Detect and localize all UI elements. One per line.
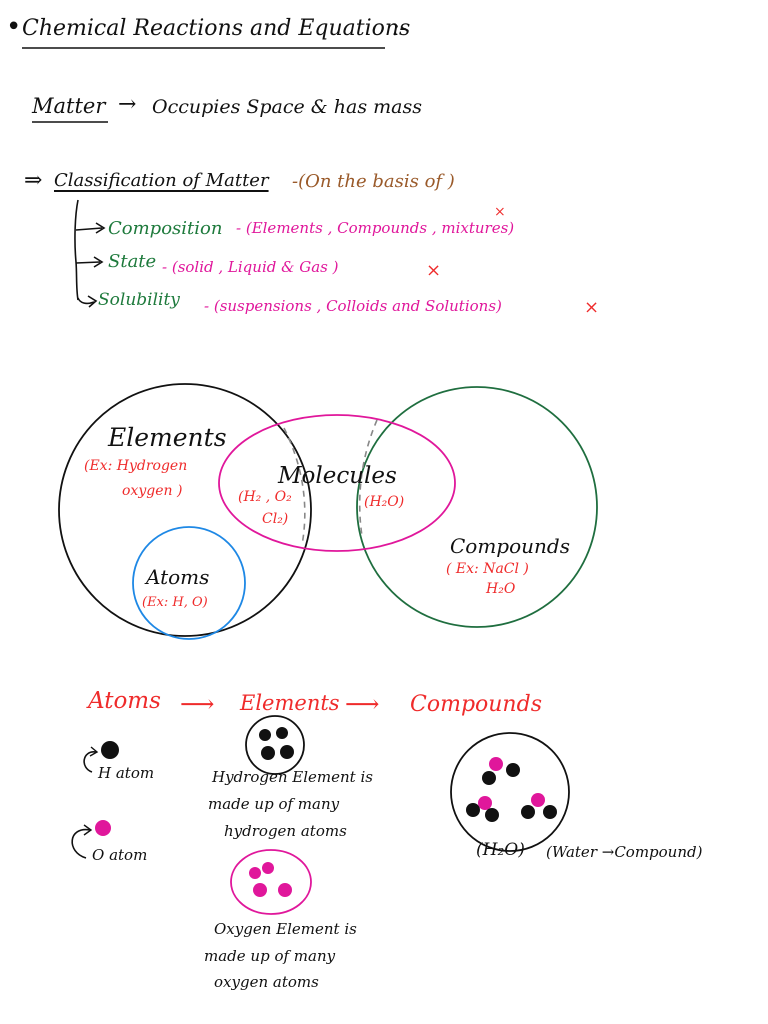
compound-hydrogen-atom bbox=[521, 805, 535, 819]
elements-example-line2: oxygen ) bbox=[122, 483, 183, 499]
hydrogen-caption-line1: Hydrogen Element is bbox=[212, 768, 373, 786]
atoms-circle bbox=[132, 526, 246, 640]
molecules-example-right: (H₂O) bbox=[364, 494, 405, 510]
atoms-title: Atoms bbox=[146, 565, 210, 589]
matter-term: Matter bbox=[32, 94, 106, 118]
molecules-ellipse bbox=[218, 414, 456, 552]
compounds-example-line1: ( Ex: NaCl ) bbox=[446, 561, 529, 577]
h-atom-arrowhead bbox=[89, 746, 99, 757]
title-bullet: • bbox=[6, 12, 22, 42]
flow-arrow-1: ⟶ bbox=[180, 690, 215, 718]
branch-state bbox=[75, 261, 101, 264]
arrow-solubility bbox=[87, 295, 98, 308]
o-atom-pointer bbox=[71, 828, 91, 859]
branch-composition bbox=[75, 227, 103, 231]
molecules-example-left-line1: (H₂ , O₂ bbox=[238, 489, 292, 505]
flow-step-elements: Elements bbox=[240, 691, 340, 715]
oxygen-element-boundary bbox=[230, 849, 312, 915]
oxygen-caption-line3: oxygen atoms bbox=[214, 973, 319, 991]
compound-note: (Water →Compound) bbox=[546, 843, 703, 861]
oxygen-element-cluster bbox=[230, 849, 312, 915]
compound-caption: (H₂O) bbox=[476, 840, 525, 860]
hydrogen-element-cluster bbox=[245, 715, 305, 775]
compound-hydrogen-atom bbox=[543, 805, 557, 819]
state-detail: - (solid , Liquid & Gas ) bbox=[162, 258, 339, 276]
matter-definition: Occupies Space & has mass bbox=[152, 96, 422, 118]
molecules-title: Molecules bbox=[278, 463, 397, 489]
state-label: State bbox=[108, 251, 157, 272]
o-atom-illustration bbox=[71, 820, 111, 859]
branch-solubility bbox=[77, 297, 95, 305]
compounds-title: Compounds bbox=[450, 534, 570, 558]
compound-hydrogen-atom bbox=[506, 763, 520, 777]
oxygen-atom bbox=[253, 883, 267, 897]
hydrogen-caption-line3: hydrogen atoms bbox=[224, 822, 347, 840]
compounds-circle bbox=[356, 386, 598, 628]
o-atom-label: O atom bbox=[92, 846, 148, 864]
h-atom-label: H atom bbox=[98, 764, 155, 782]
flow-arrow-2: ⟶ bbox=[345, 690, 380, 718]
oxygen-atom bbox=[262, 862, 274, 874]
matter-arrow: → bbox=[118, 92, 137, 117]
classification-prefix: ⇒ bbox=[24, 168, 43, 193]
elements-title: Elements bbox=[108, 423, 227, 452]
classification-tree bbox=[74, 199, 106, 308]
classification-qualifier: -(On the basis of ) bbox=[292, 171, 455, 192]
compound-oxygen-atom bbox=[478, 796, 492, 810]
oxygen-atom bbox=[278, 883, 292, 897]
compound-oxygen-atom bbox=[489, 757, 503, 771]
oxygen-caption-line2: made up of many bbox=[204, 947, 336, 965]
compound-oxygen-atom bbox=[531, 793, 545, 807]
flow-step-compounds: Compounds bbox=[410, 692, 542, 717]
composition-detail: - (Elements , Compounds , mixtures) bbox=[236, 219, 515, 237]
elements-overlap-dashed bbox=[283, 427, 306, 546]
arrow-composition bbox=[95, 222, 106, 234]
compound-cluster bbox=[450, 732, 570, 852]
hydrogen-caption-line2: made up of many bbox=[208, 795, 340, 813]
state-mark: × bbox=[426, 260, 442, 281]
page-title: Chemical Reactions and Equations bbox=[22, 16, 411, 41]
title-suffix: :- bbox=[392, 16, 407, 41]
solubility-mark: × bbox=[584, 297, 600, 318]
atoms-example: (Ex: H, O) bbox=[142, 595, 208, 610]
hydrogen-atom bbox=[280, 745, 294, 759]
compounds-example-line2: H₂O bbox=[486, 581, 516, 597]
arrow-state bbox=[93, 256, 104, 268]
venn-diagram bbox=[58, 383, 598, 640]
oxygen-atom bbox=[249, 867, 261, 879]
flow-step-atoms: Atoms bbox=[88, 688, 161, 714]
molecules-example-left-line2: Cl₂) bbox=[262, 511, 289, 527]
composition-label: Composition bbox=[108, 218, 223, 239]
h-atom-illustration bbox=[83, 741, 119, 773]
tree-trunk bbox=[74, 199, 79, 301]
compounds-overlap-dashed bbox=[358, 419, 378, 537]
compound-hydrogen-atom bbox=[485, 808, 499, 822]
oxygen-caption-line1: Oxygen Element is bbox=[214, 920, 357, 938]
elements-circle bbox=[58, 383, 312, 637]
h-atom-dot bbox=[101, 741, 119, 759]
o-atom-arrowhead bbox=[83, 824, 93, 836]
classification-term: Classification of Matter bbox=[54, 170, 269, 191]
h-atom-pointer bbox=[83, 751, 97, 773]
hydrogen-atom bbox=[276, 727, 288, 739]
hydrogen-element-boundary bbox=[245, 715, 305, 775]
composition-mark: × bbox=[494, 204, 506, 220]
hydrogen-atom bbox=[261, 746, 275, 760]
hydrogen-atom bbox=[259, 729, 271, 741]
elements-example-line1: (Ex: Hydrogen bbox=[84, 458, 188, 474]
o-atom-dot bbox=[95, 820, 111, 836]
compound-boundary bbox=[450, 732, 570, 852]
compound-hydrogen-atom bbox=[466, 803, 480, 817]
solubility-detail: - (suspensions , Colloids and Solutions) bbox=[204, 297, 502, 315]
compound-hydrogen-atom bbox=[482, 771, 496, 785]
solubility-label: Solubility bbox=[98, 290, 180, 310]
